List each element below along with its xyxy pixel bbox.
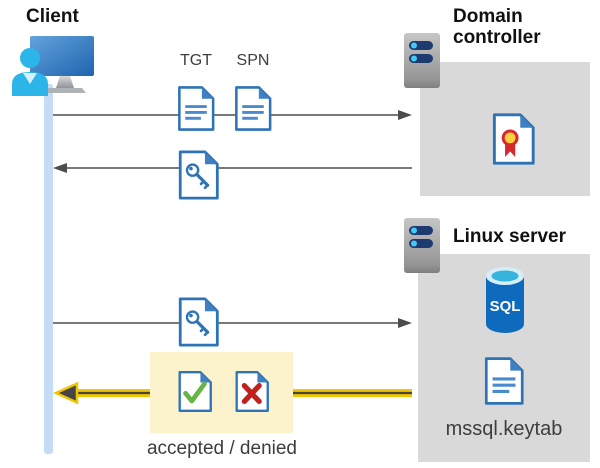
tgt-label: TGT [180,52,212,69]
person-icon [12,48,48,96]
denied-document-icon [235,370,269,413]
domain-controller-label: Domain controller [453,6,541,48]
monitor-base-icon [44,88,86,93]
sql-badge-label: SQL [490,298,521,315]
keytab-filename-label: mssql.keytab [445,418,563,440]
arrowhead-right-icon [398,110,412,120]
arrow-dc-to-client [53,163,412,173]
accepted-document-icon [178,370,212,413]
monitor-icon [30,36,94,76]
arrowhead-left-yellow-icon [52,381,79,405]
domain-controller-label-line1: Domain [453,6,523,27]
certificate-document-icon [492,113,535,165]
arrow-client-to-linux [53,318,412,328]
ticket-key-document-icon [178,297,219,347]
ribbon-seal-icon [501,129,519,157]
accepted-denied-label: accepted / denied [146,438,297,459]
spn-document-icon [235,86,272,131]
linux-server-icon [404,218,440,273]
client-label: Client [26,6,79,27]
sql-database-icon: SQL [486,267,524,333]
spn-label: SPN [236,52,270,69]
domain-controller-server-icon [404,33,440,88]
arrowhead-left-icon [53,163,67,173]
monitor-stand-icon [56,76,74,88]
client-timeline-bar [44,84,53,454]
tgt-document-icon [178,86,215,131]
result-highlight-box [150,352,293,433]
domain-controller-label-line2: controller [453,27,541,48]
arrowhead-right-icon [398,318,412,328]
keytab-document-icon [484,357,524,405]
client-workstation-icon [12,36,94,96]
linux-server-label: Linux server [453,226,566,247]
ticket-key-document-icon [178,150,219,200]
